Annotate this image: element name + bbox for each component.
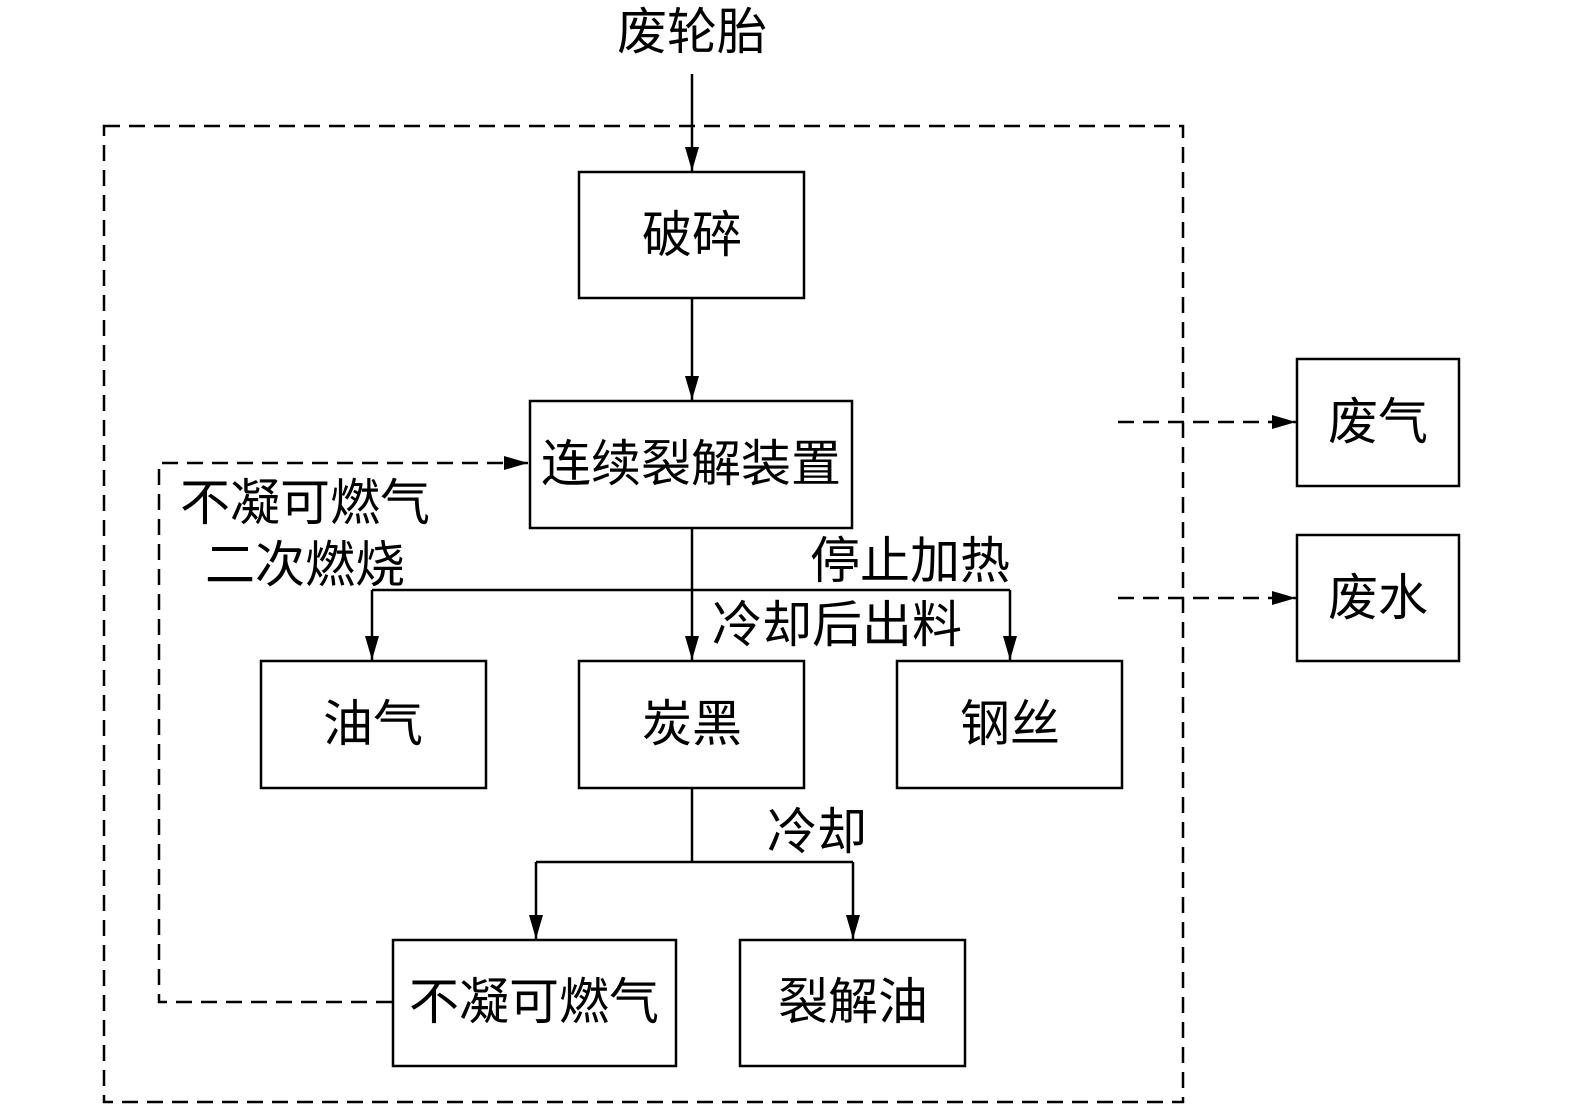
stop-heating-label: 停止加热 (810, 532, 1010, 590)
waste-water-label: 废水 (1328, 569, 1428, 627)
recycle-label-line2: 二次燃烧 (205, 536, 405, 594)
oil-gas-box (259, 659, 488, 790)
input-label: 废轮胎 (617, 3, 767, 61)
pyrolysis-oil-box (738, 938, 967, 1068)
carbon-black-box (577, 659, 806, 790)
pyrolysis-unit-box (528, 399, 854, 530)
steel-wire-box (895, 659, 1124, 790)
cooling-label: 冷却 (767, 803, 867, 861)
recycle-dashed-loop (157, 456, 528, 1004)
carbon-black-label: 炭黑 (642, 695, 742, 753)
steel-wire-label: 钢丝 (960, 695, 1060, 753)
crushing-label: 破碎 (642, 206, 742, 264)
system-boundary (102, 124, 1185, 1104)
waste-water-box (1295, 533, 1461, 663)
oil-gas-label: 油气 (323, 695, 423, 753)
cool-discharge-label: 冷却后出料 (712, 596, 962, 654)
non-condensable-gas-label: 不凝可燃气 (409, 973, 659, 1031)
pyrolysis-unit-label: 连续裂解装置 (541, 435, 841, 493)
pyrolysis-oil-label: 裂解油 (778, 973, 928, 1031)
non-condensable-gas-box (391, 938, 678, 1068)
recycle-label-line1: 不凝可燃气 (180, 474, 430, 532)
waste-gas-box (1295, 357, 1461, 488)
waste-gas-label: 废气 (1328, 393, 1428, 451)
